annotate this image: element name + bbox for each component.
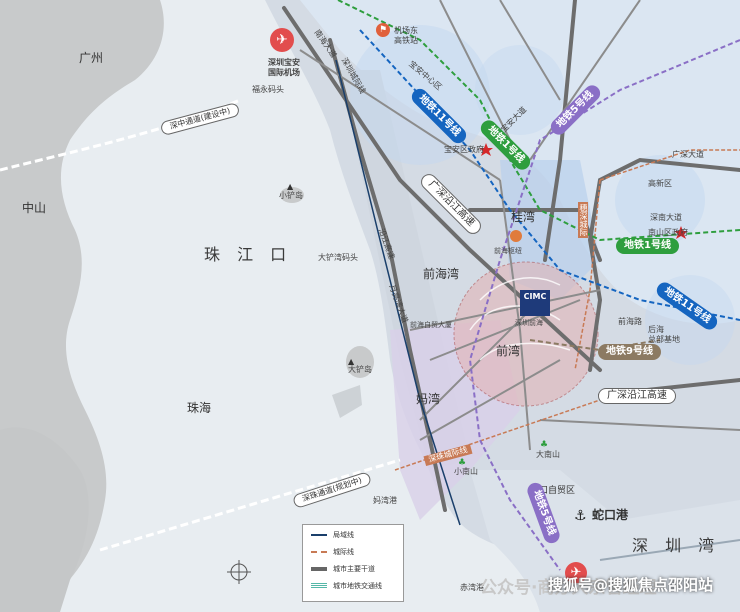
- place-dachan-pier: 大铲湾码头: [318, 253, 358, 262]
- place-dachan-island: 大铲岛: [348, 365, 372, 374]
- region-mawan: 妈湾: [416, 392, 441, 406]
- place-baoan-gov: 宝安区政府: [444, 145, 484, 154]
- region-qianwan: 前湾: [496, 344, 521, 358]
- region-guiwan: 桂湾: [511, 210, 536, 224]
- region-shekou-port: 蛇口港: [592, 508, 629, 522]
- legend-row: 城际线: [303, 545, 403, 559]
- legend-row: 局域线: [303, 528, 403, 542]
- anchor-icon: ⚓: [574, 508, 587, 524]
- place-baoan-airport: 深圳宝安 国际机场: [268, 58, 300, 77]
- region-pearl-river-estuary: 珠 江 口: [204, 245, 293, 264]
- park-icon: ♣: [458, 458, 467, 468]
- mountain-icon: ▲: [287, 182, 294, 191]
- road-suishen-intercity: 穗深城际: [578, 202, 588, 238]
- legend-swatch: [311, 551, 327, 553]
- place-dananshan: 大南山: [536, 450, 560, 459]
- cimc-label: CIMC: [523, 292, 547, 301]
- legend-swatch: [311, 567, 327, 571]
- place-airport-east: 机场东 高铁站: [394, 26, 418, 45]
- region-gaoxin: 高新区: [648, 179, 672, 188]
- airport-icon: ✈: [565, 562, 587, 584]
- hub-icon: [510, 230, 522, 242]
- region-guangzhou: 广州: [79, 51, 104, 65]
- region-chiwan-port: 赤湾港: [460, 583, 484, 592]
- place-xiaochan-island: 小铲岛: [279, 191, 303, 200]
- region-zhongshan: 中山: [22, 201, 47, 215]
- watermark-account: 公众号·商办大宗管经理: [480, 578, 657, 598]
- legend-swatch: [311, 583, 327, 589]
- place-qianhai-plaza: 前海自贸大厦: [410, 321, 452, 329]
- road-shenzhen-ave: 深南大道: [650, 213, 682, 222]
- road-qianhai-rd: 前海路: [618, 317, 642, 326]
- place-qianwan-tag: 深圳前海: [515, 319, 543, 327]
- legend-row: 城市地铁交通线: [303, 579, 403, 593]
- region-shekou-ftz: 蛇口自贸区: [530, 486, 576, 496]
- watermark-source: 搜狐号@搜狐焦点邵阳站: [548, 576, 714, 594]
- place-nanshan-gov: 南山区政府: [648, 228, 688, 237]
- place-fuyong-pier: 福永码头: [252, 85, 284, 94]
- region-shenzhen-bay: 深 圳 湾: [632, 536, 721, 555]
- metro-line-9: 地铁9号线: [598, 344, 661, 360]
- cimc-logo: CIMC: [520, 290, 550, 316]
- place-qianhai-hub: 前海枢纽: [494, 247, 522, 255]
- legend-label: 城市主要干道: [333, 565, 375, 573]
- mountain-icon: ▲: [348, 357, 355, 366]
- legend-label: 局域线: [333, 531, 354, 539]
- legend-label: 城市地铁交通线: [333, 582, 382, 590]
- legend-swatch: [311, 534, 327, 536]
- road-guangshen-coastal-south: 广深沿江高速: [598, 388, 676, 404]
- region-mawan-port: 妈湾港: [373, 496, 397, 505]
- place-xiaonanshan: 小南山: [454, 467, 478, 476]
- region-zhuhai: 珠海: [187, 401, 212, 415]
- train-station-icon: ⚑: [376, 23, 390, 37]
- region-houhai-hq: 后海 总部基地: [648, 325, 680, 345]
- legend-row: 城市主要干道: [303, 562, 403, 576]
- park-icon: ♣: [540, 440, 549, 450]
- region-qianhai-bay: 前海湾: [423, 267, 460, 281]
- road-guangshen-ave: 广深大道: [672, 150, 704, 159]
- legend-label: 城际线: [333, 548, 354, 556]
- airport-icon: ✈: [270, 28, 294, 52]
- map-legend: 局域线 城际线 城市主要干道 城市地铁交通线: [302, 524, 404, 602]
- metro-line-1-east: 地铁1号线: [616, 238, 679, 254]
